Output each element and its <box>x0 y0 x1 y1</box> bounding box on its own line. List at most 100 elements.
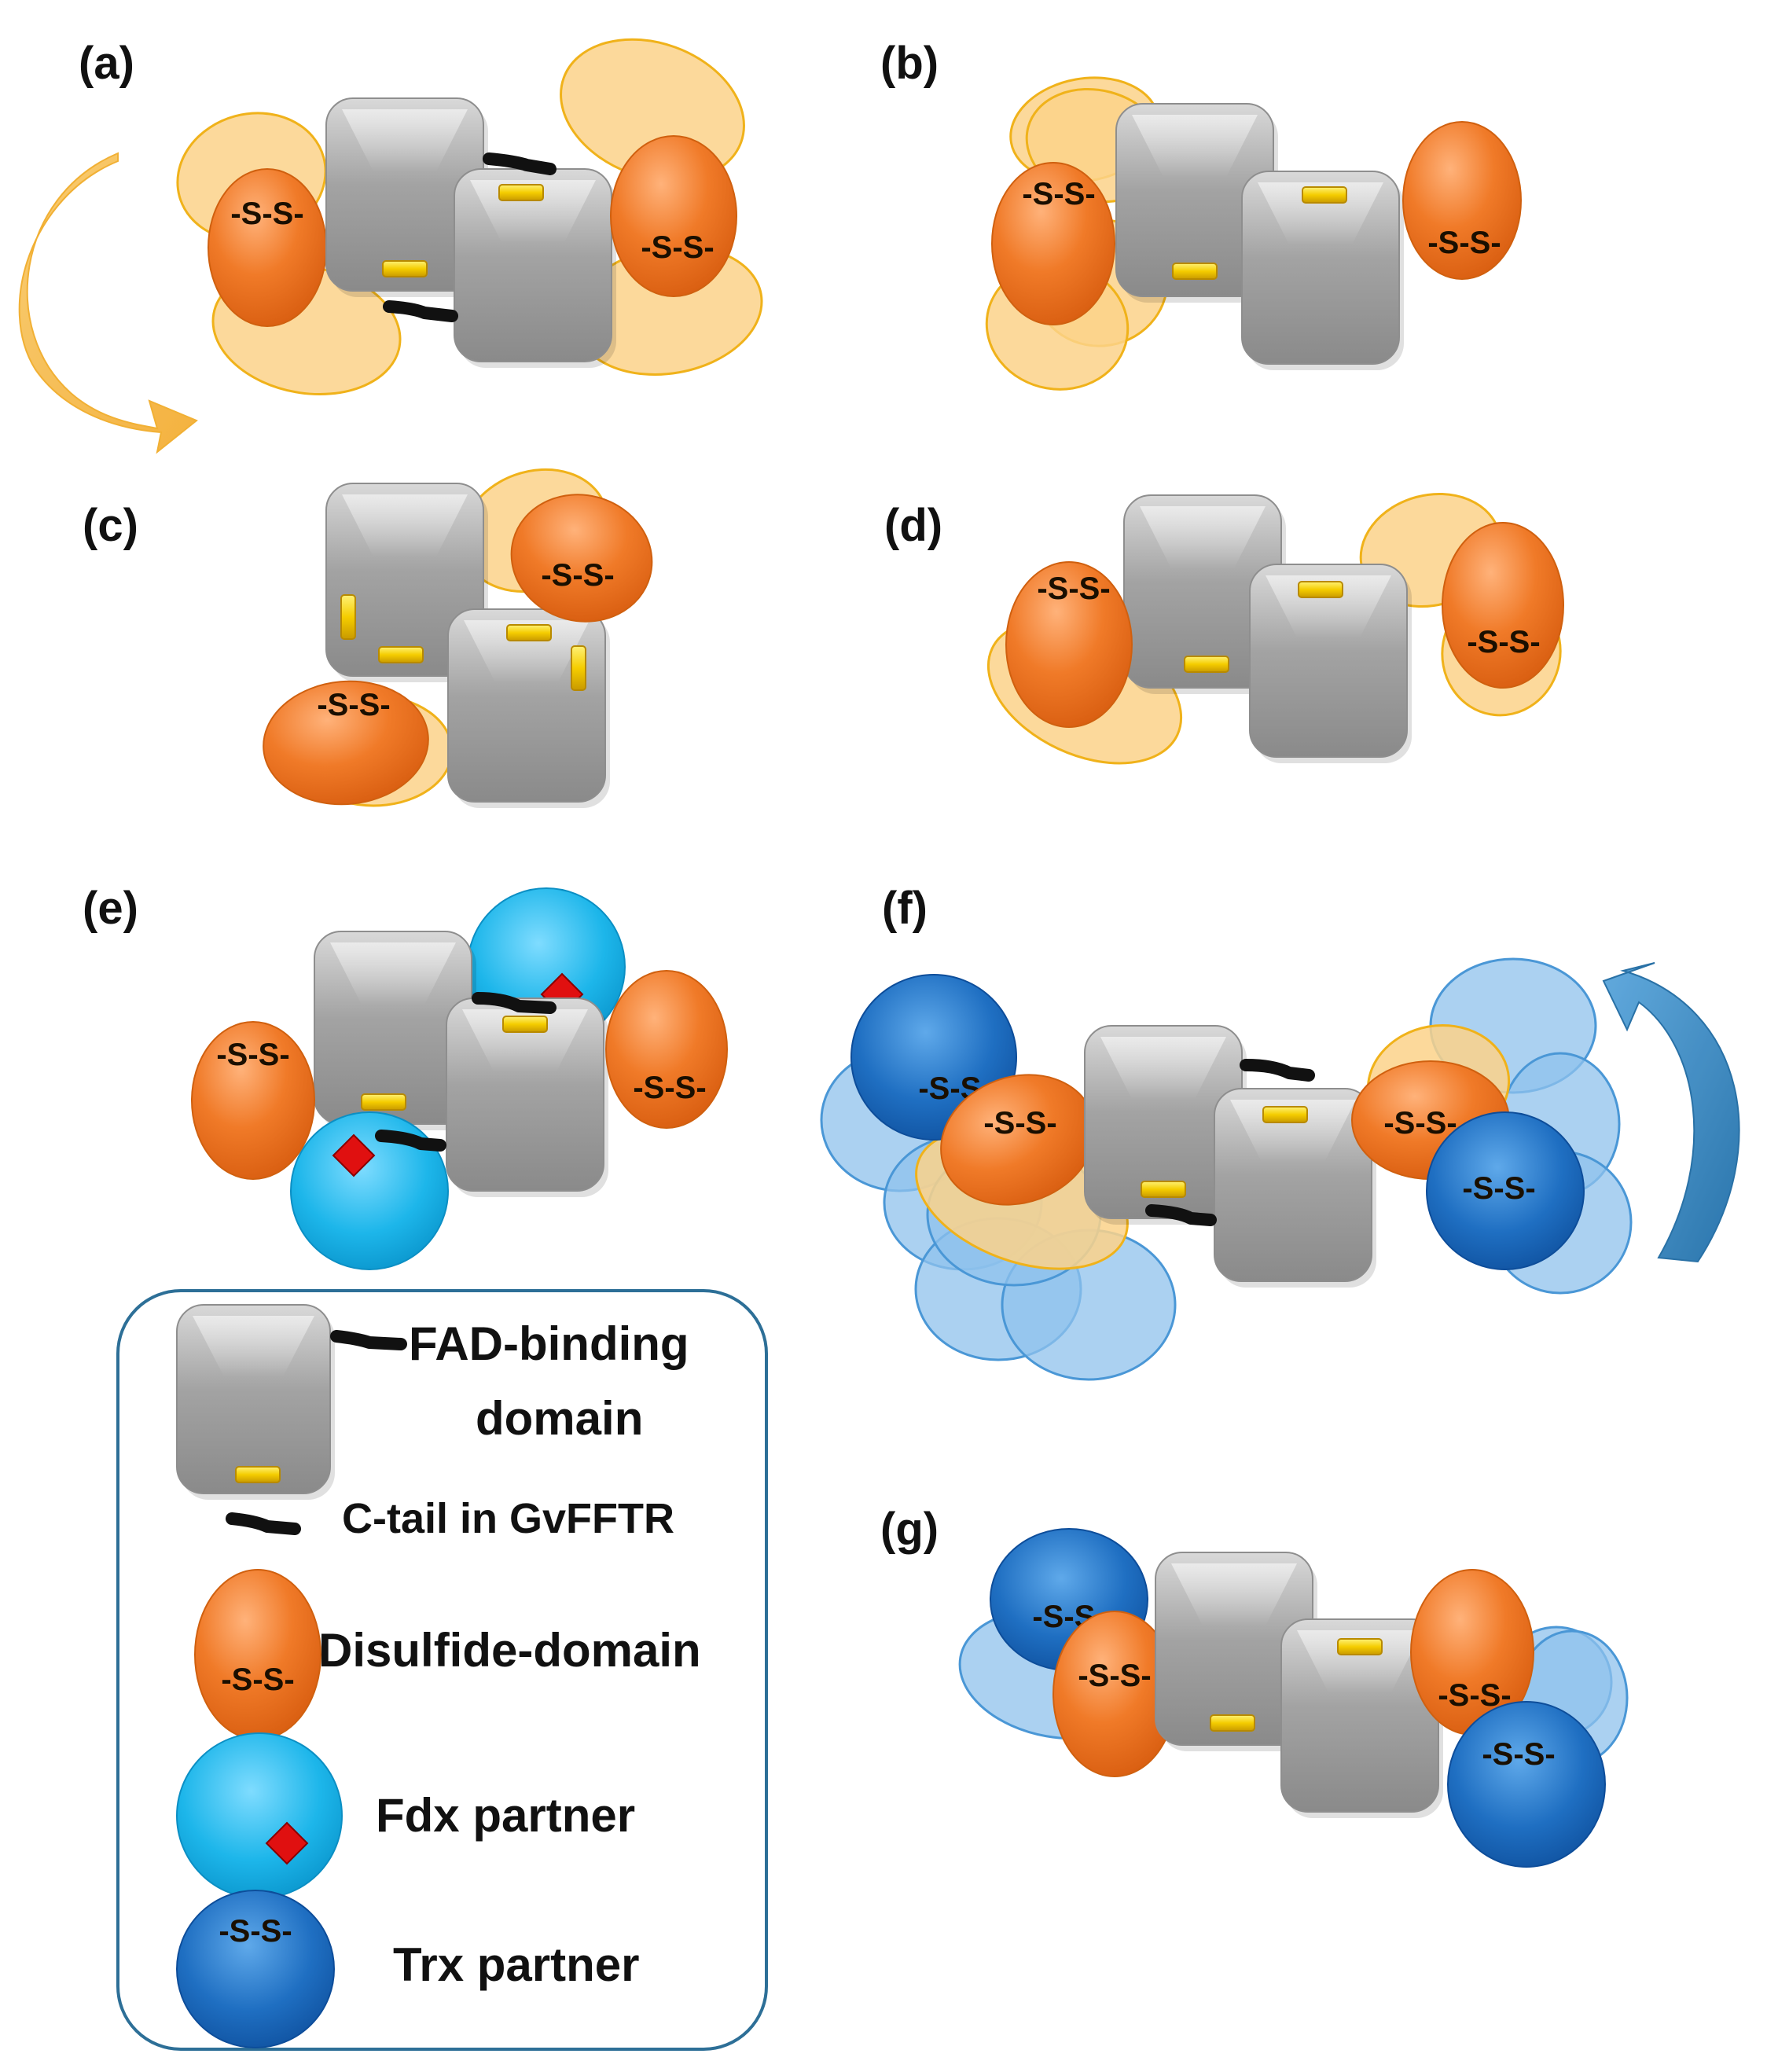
trx-partner: -S-S- <box>1447 1701 1606 1868</box>
disulfide-label: -S-S- <box>983 1106 1056 1141</box>
trx-partner-body <box>176 1890 335 2048</box>
disulfide-domain-body <box>1442 522 1564 689</box>
disulfide-label: -S-S- <box>1482 1737 1555 1772</box>
fad-binding-domain <box>176 1304 335 1500</box>
fad-cofactor-icon <box>340 594 356 640</box>
fad-binding-domain <box>314 931 476 1130</box>
fad-cofactor-icon <box>378 646 424 663</box>
disulfide-domain-body <box>510 494 653 623</box>
panel-label-e: (e) <box>83 883 138 934</box>
disulfide-label: -S-S- <box>541 558 614 593</box>
panel-label-b: (b) <box>880 38 939 89</box>
fad-domain-highlight <box>464 620 590 683</box>
fad-binding-domain <box>1280 1618 1443 1818</box>
fad-domain-highlight <box>1140 506 1266 569</box>
disulfide-domain: -S-S- <box>1442 522 1564 689</box>
disulfide-label: -S-S- <box>230 197 303 231</box>
disulfide-domain: -S-S- <box>1402 121 1522 280</box>
disulfide-label: -S-S- <box>633 1071 706 1105</box>
fad-domain-highlight <box>342 494 468 557</box>
fad-binding-domain <box>1123 494 1286 694</box>
fad-cofactor-icon <box>235 1466 281 1483</box>
fad-cofactor-icon <box>1262 1106 1308 1123</box>
disulfide-domain: -S-S- <box>1052 1611 1177 1777</box>
legend-disulfide: Disulfide-domain <box>318 1624 701 1677</box>
disulfide-label: -S-S- <box>1022 177 1095 211</box>
panel-label-a: (a) <box>79 38 134 89</box>
c-tail <box>1145 1204 1217 1226</box>
c-tail <box>330 1330 407 1350</box>
legend-ctail: C-tail in GvFFTR <box>342 1495 674 1542</box>
disulfide-label: -S-S- <box>1467 625 1540 659</box>
disulfide-domain: -S-S- <box>610 135 737 297</box>
fad-cofactor-icon <box>1210 1714 1255 1732</box>
fad-cofactor-icon <box>1298 581 1343 598</box>
disulfide-domain-body <box>208 168 327 327</box>
fad-domain-highlight <box>1297 1630 1423 1693</box>
panel-label-g: (g) <box>880 1504 939 1555</box>
rotation-arrow-icon <box>18 152 198 454</box>
fad-domain-highlight <box>193 1316 314 1377</box>
fad-cofactor-icon <box>382 260 428 277</box>
disulfide-domain: -S-S- <box>991 162 1115 325</box>
fad-cofactor-icon <box>1141 1181 1186 1198</box>
disulfide-domain-body <box>1005 561 1133 728</box>
fe-s-cluster-icon <box>265 1821 309 1865</box>
fad-domain-highlight <box>342 109 468 172</box>
disulfide-domain: -S-S- <box>510 494 653 623</box>
fad-binding-domain <box>1214 1088 1376 1288</box>
diagram-shapes: -S-S--S-S--S-S--S-S--S-S--S-S--S-S--S-S-… <box>18 38 1740 2051</box>
disulfide-domain: -S-S- <box>1410 1569 1534 1736</box>
panel-label-f: (f) <box>882 883 928 934</box>
disulfide-domain-body <box>194 1569 321 1740</box>
fad-domain-highlight <box>1230 1100 1356 1163</box>
fad-cofactor-icon <box>502 1016 548 1033</box>
disulfide-domain: -S-S- <box>194 1569 321 1740</box>
rotation-arrow-icon <box>1602 962 1740 1263</box>
fad-domain-highlight <box>1100 1037 1226 1100</box>
disulfide-label: -S-S- <box>221 1662 294 1697</box>
disulfide-label: -S-S- <box>1078 1659 1151 1693</box>
c-tail <box>226 1512 301 1535</box>
disulfide-domain: -S-S- <box>191 1021 315 1180</box>
disulfide-domain-body <box>191 1021 315 1180</box>
fdx-partner <box>290 1111 449 1270</box>
disulfide-domain: -S-S- <box>208 168 327 327</box>
fad-binding-domain <box>446 997 608 1197</box>
fad-cofactor-icon <box>506 624 552 641</box>
disulfide-domain-body <box>610 135 737 297</box>
disulfide-label: -S-S- <box>219 1914 292 1949</box>
disulfide-domain: -S-S- <box>605 970 728 1129</box>
fad-domain-highlight <box>462 1009 588 1072</box>
disulfide-label: -S-S- <box>641 230 714 265</box>
fad-binding-domain <box>325 97 488 297</box>
fad-domain-highlight <box>1266 575 1391 638</box>
legend-fad-line2: domain <box>476 1392 643 1445</box>
c-tail <box>375 1130 446 1152</box>
disulfide-domain: -S-S- <box>940 1074 1096 1206</box>
fad-cofactor-icon <box>571 645 586 691</box>
disulfide-domain-body <box>1402 121 1522 280</box>
disulfide-label: -S-S- <box>216 1038 289 1072</box>
c-tail <box>383 300 458 322</box>
fad-cofactor-icon <box>1302 186 1347 204</box>
panel-label-d: (d) <box>884 500 942 551</box>
fad-binding-domain <box>1155 1552 1317 1751</box>
disulfide-domain-body <box>991 162 1115 325</box>
fdx-partner-body <box>290 1111 449 1270</box>
fad-cofactor-icon <box>361 1093 406 1111</box>
fad-cofactor-icon <box>498 184 544 201</box>
disulfide-label: -S-S- <box>1427 226 1501 260</box>
fad-binding-domain <box>1241 171 1404 370</box>
fdx-partner <box>176 1732 343 1899</box>
trx-partner-body <box>1426 1111 1585 1270</box>
fad-cofactor-icon <box>1184 656 1229 673</box>
fad-domain-highlight <box>1132 115 1258 178</box>
fad-domain-highlight <box>1171 1563 1297 1626</box>
disulfide-label: -S-S- <box>1462 1171 1535 1206</box>
disulfide-label: -S-S- <box>1037 571 1110 606</box>
trx-partner: -S-S- <box>1426 1111 1585 1270</box>
disulfide-domain-body <box>605 970 728 1129</box>
fad-binding-domain <box>1249 564 1412 763</box>
disulfide-label: -S-S- <box>317 688 390 722</box>
